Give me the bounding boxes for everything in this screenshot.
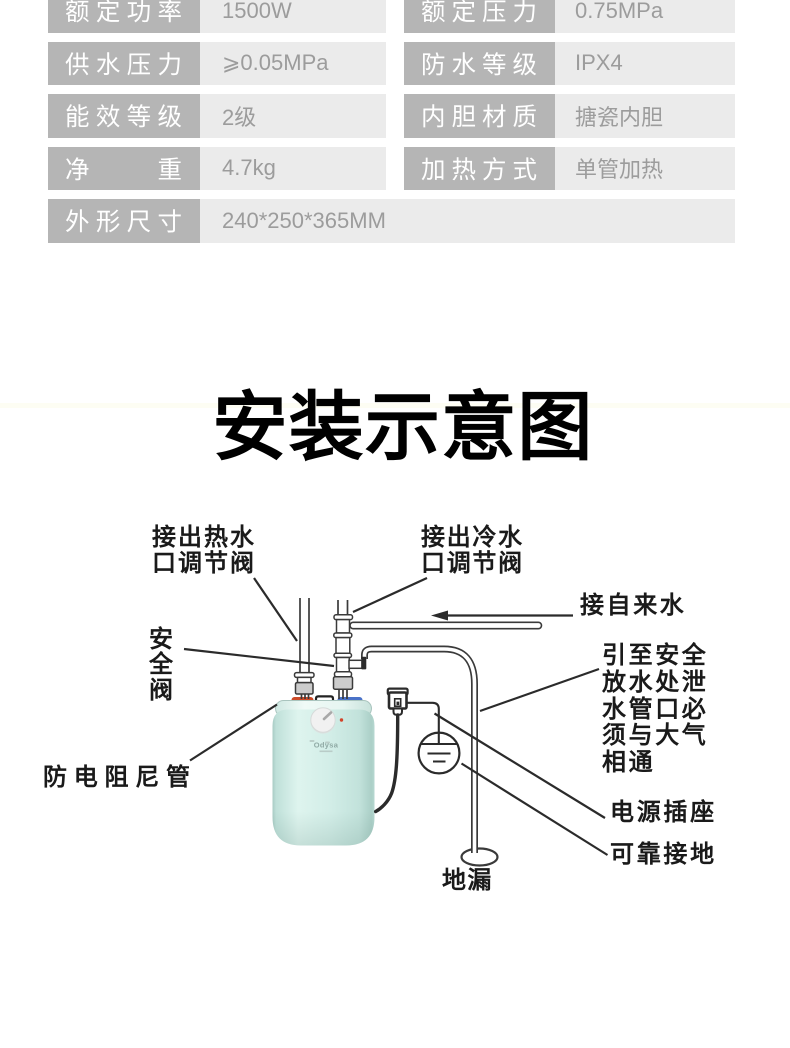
spec-value-text: IPX4 <box>575 50 623 76</box>
cold-pipe-union-nut <box>332 676 354 690</box>
spec-value: 4.7kg <box>200 146 386 190</box>
power-plug <box>374 687 440 814</box>
spec-label: 净重 <box>47 146 200 190</box>
spec-label: 供水压力 <box>47 41 200 85</box>
tank-body-shade <box>272 709 375 846</box>
spec-value: 1500W <box>200 0 386 33</box>
spec-value-text: 单管加热 <box>575 157 664 183</box>
relief-hose <box>361 645 478 853</box>
section-title: 安装示意图 <box>212 385 594 469</box>
spec-label: 额定功率 <box>47 0 200 33</box>
spec-value: 单管加热 <box>555 146 735 190</box>
spec-value: ⩾0.05MPa <box>200 41 386 85</box>
knob-tick-right <box>325 741 330 744</box>
spec-value-text: 240*250*365MM <box>222 207 386 233</box>
leader-damping-tube <box>189 703 278 762</box>
leader-lines <box>183 577 609 856</box>
spec-label-text: 防水等级 <box>421 51 537 79</box>
safety-valve-outlet <box>348 659 363 670</box>
label-hot-outlet-valve: 接出热水 口调节阀 <box>152 524 256 577</box>
label-safety-valve: 安全阀 <box>149 626 173 704</box>
hot-pipe-collar <box>296 676 312 684</box>
spec-value: 0.75MPa <box>555 0 735 33</box>
hose-core <box>362 647 477 853</box>
hose-connector-cap <box>361 656 367 670</box>
spec-label-text: 能效等级 <box>65 104 182 132</box>
label-grounding: 可靠接地 <box>610 841 717 868</box>
spec-value-text: 1500W <box>222 0 292 23</box>
safety-valve-lower-body <box>335 656 351 673</box>
safety-valve-body <box>335 636 351 655</box>
brand-logo: Odysa <box>314 741 339 750</box>
spec-label: 额定压力 <box>403 0 555 33</box>
spec-label: 外形尺寸 <box>47 199 200 243</box>
label-floor-drain: 地漏 <box>442 867 493 894</box>
label-cold-outlet-valve: 接出冷水 口调节阀 <box>421 524 524 577</box>
spec-label-text: 加热方式 <box>421 156 537 184</box>
spec-value-text: 2级 <box>222 104 257 130</box>
brand-subtext-bar <box>319 750 333 753</box>
spec-value-text: ⩾0.05MPa <box>222 50 329 76</box>
tap-water-pipe <box>349 621 543 630</box>
leader-safety-valve <box>183 647 335 668</box>
spec-value: 240*250*365MM <box>200 199 735 243</box>
artifact-band <box>0 403 790 408</box>
installation-diagram: Odysa <box>183 577 609 867</box>
spec-label: 防水等级 <box>403 41 555 85</box>
socket-wire <box>407 701 440 744</box>
label-relief-note: 引至安全 放水处泄 水管口必 须与大气 相通 <box>602 642 709 777</box>
label-power-socket: 电源插座 <box>610 799 717 826</box>
plug-inner-pin <box>396 701 400 705</box>
spec-value-text: 0.75MPa <box>575 0 664 23</box>
leader-grounding <box>460 762 609 856</box>
ground-socket-symbol <box>417 731 461 775</box>
cold-pipe-tee-body <box>335 618 351 634</box>
power-indicator-dot <box>339 718 344 722</box>
knob-pointer <box>322 711 333 721</box>
hot-pipe-union-nut <box>294 681 314 695</box>
spec-value-text: 4.7kg <box>222 155 276 181</box>
spec-label-text: 外形尺寸 <box>65 209 182 237</box>
spec-label: 能效等级 <box>47 94 200 138</box>
leader-power-socket <box>433 712 606 819</box>
spec-label-text: 额定压力 <box>421 0 537 27</box>
floor-drain <box>460 847 499 867</box>
spec-value-text: 搪瓷内胆 <box>575 104 664 130</box>
leader-cold-outlet <box>352 577 428 613</box>
leader-relief-note <box>479 667 600 713</box>
spec-value: 2级 <box>200 94 386 138</box>
spec-value: IPX4 <box>555 41 735 85</box>
leader-hot-outlet <box>253 577 298 642</box>
knob-tick-left <box>309 740 315 742</box>
spec-label: 加热方式 <box>403 146 555 190</box>
spec-label-text: 额定功率 <box>65 0 182 27</box>
cold-water-pipe <box>332 600 543 699</box>
spec-label-text: 供水压力 <box>65 51 182 79</box>
label-tap-water: 接自来水 <box>580 592 687 619</box>
spec-label-text: 内胆材质 <box>421 104 537 132</box>
water-heater-tank: Odysa <box>272 695 375 846</box>
hot-water-pipe <box>293 598 315 699</box>
power-cord <box>374 713 400 814</box>
spec-label-text: 净重 <box>65 156 182 184</box>
tap-water-arrowhead <box>431 610 448 621</box>
spec-label: 内胆材质 <box>403 94 555 138</box>
label-damping-tube: 防电阻尼管 <box>43 764 197 791</box>
spec-value: 搪瓷内胆 <box>555 94 735 138</box>
